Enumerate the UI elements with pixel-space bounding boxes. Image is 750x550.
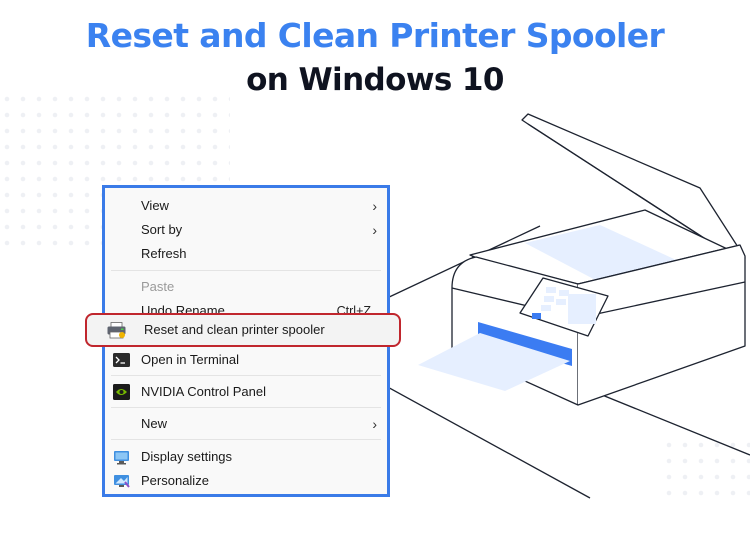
menu-item-sort-by[interactable]: Sort by › [105,218,387,242]
menu-separator [111,407,381,408]
personalize-icon [113,473,130,489]
menu-item-refresh[interactable]: Refresh [141,246,187,261]
nvidia-icon [113,384,130,400]
page-title: Reset and Clean Printer Spooler [85,16,665,55]
menu-item-view[interactable]: View › [105,194,387,218]
menu-item-nvidia-control-panel[interactable]: NVIDIA Control Panel [105,380,387,404]
terminal-icon [113,352,130,368]
page-subtitle: on Windows 10 [246,62,504,98]
display-icon [113,449,130,465]
menu-separator [111,375,381,376]
menu-separator [111,439,381,440]
chevron-right-icon: › [372,198,377,214]
printer-icon [107,322,126,339]
menu-item-open-in-terminal[interactable]: Open in Terminal [105,348,387,372]
dot-pattern-right [664,440,750,500]
menu-item-reset-printer-spooler[interactable]: Reset and clean printer spooler [85,313,401,347]
menu-item-display-settings[interactable]: Display settings [105,445,387,469]
chevron-right-icon: › [372,222,377,238]
menu-separator [111,270,381,271]
menu-item-personalize[interactable]: Personalize [105,469,387,493]
menu-item-paste: Paste [141,279,175,294]
chevron-right-icon: › [372,416,377,432]
menu-item-new[interactable]: New › [105,412,387,436]
